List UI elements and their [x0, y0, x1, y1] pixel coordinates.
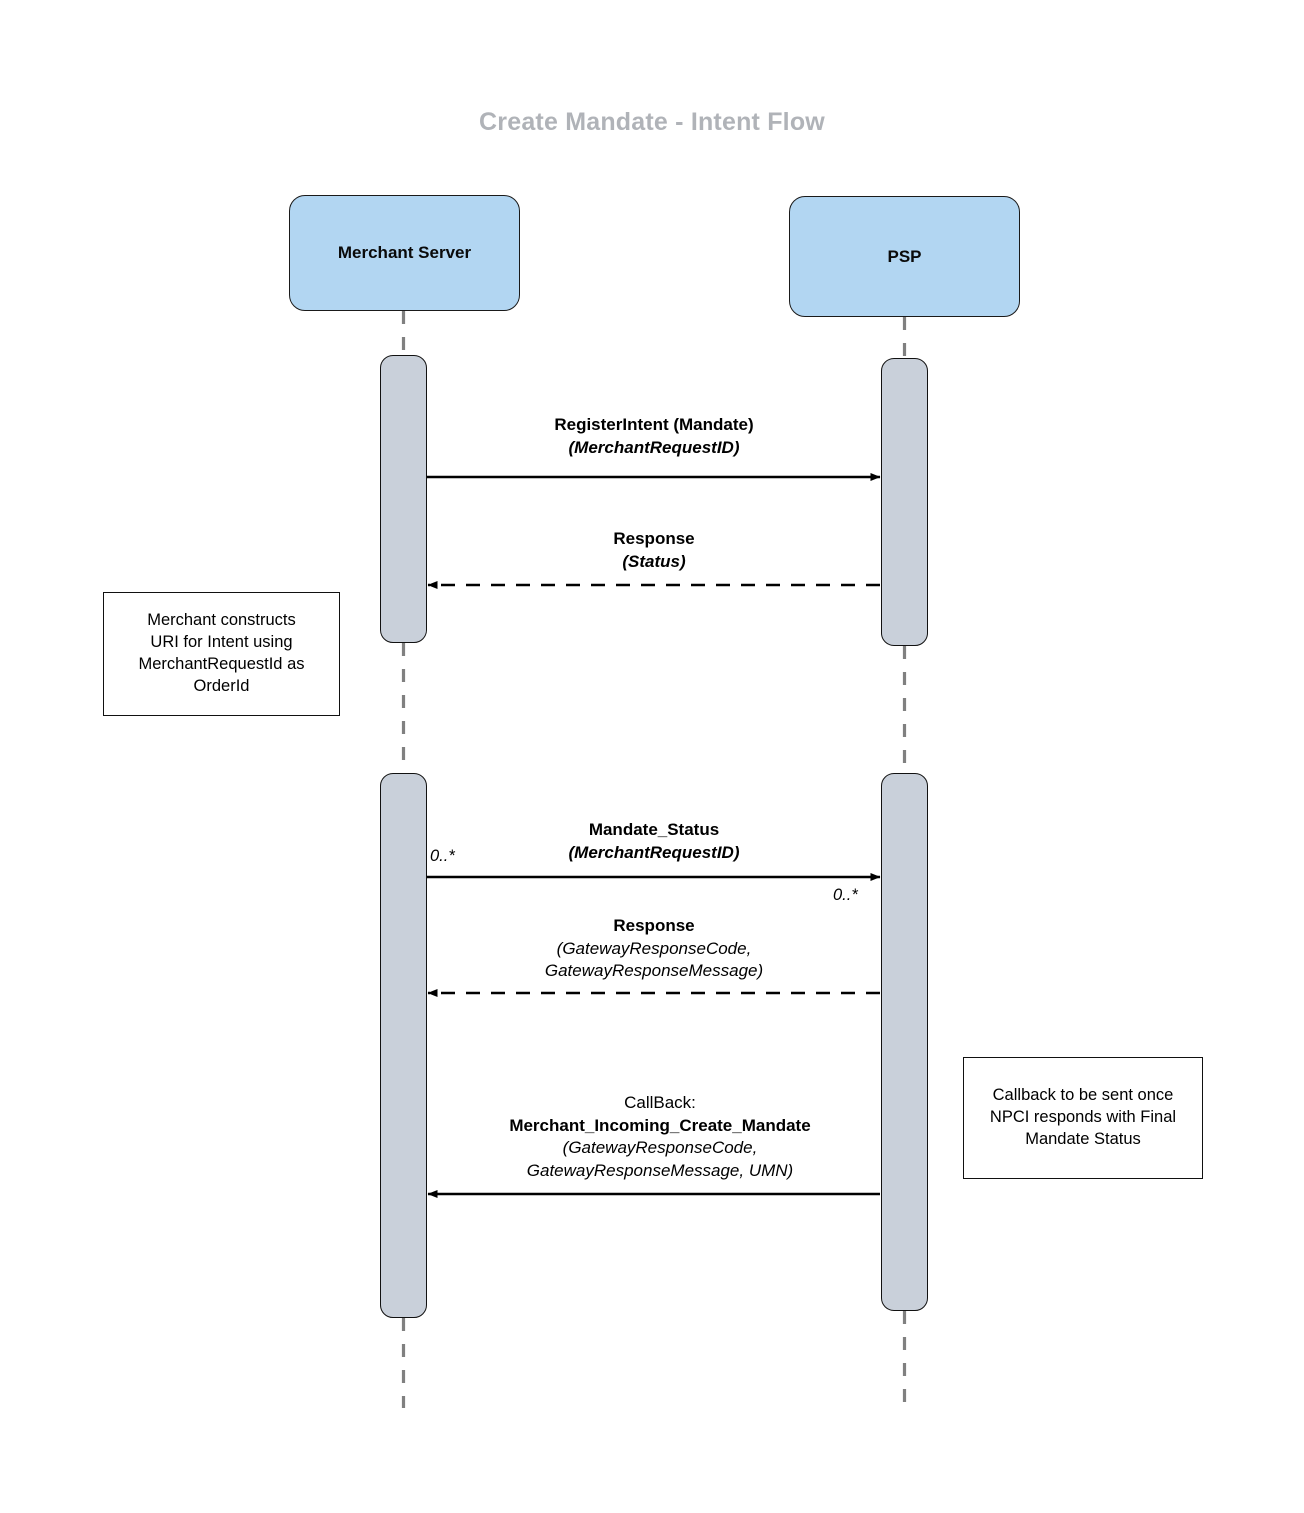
- note-merchant-constructs-uri: Merchant constructs URI for Intent using…: [103, 592, 340, 716]
- message-title: Merchant_Incoming_Create_Mandate: [509, 1115, 811, 1135]
- message-label-register-intent: RegisterIntent (Mandate) (MerchantReques…: [428, 414, 880, 459]
- participant-label: PSP: [887, 246, 922, 266]
- message-params-line-2: GatewayResponseMessage): [544, 961, 764, 981]
- note-line: OrderId: [193, 676, 250, 695]
- message-params: (MerchantRequestID): [568, 437, 740, 457]
- note-line: Merchant constructs: [147, 611, 296, 630]
- message-title: Response: [613, 529, 695, 548]
- note-line: Callback to be sent once: [992, 1086, 1174, 1105]
- page-title: Create Mandate - Intent Flow: [479, 108, 825, 136]
- message-params-line-1: (GatewayResponseCode,: [556, 938, 752, 958]
- participant-merchant-server[interactable]: Merchant Server: [289, 195, 520, 311]
- participant-label: Merchant Server: [337, 243, 472, 262]
- message-params: (MerchantRequestID): [568, 842, 740, 862]
- message-prefix: CallBack:: [624, 1093, 696, 1112]
- message-label-mandate-status: Mandate_Status (MerchantRequestID): [428, 819, 880, 864]
- message-params: (Status): [622, 551, 686, 571]
- message-label-response-status: Response (Status): [428, 528, 880, 573]
- activation-bar-psp-1: [881, 358, 928, 646]
- participant-psp[interactable]: PSP: [789, 196, 1020, 317]
- multiplicity-target-mandate-status: 0..*: [833, 886, 858, 904]
- message-title: RegisterIntent (Mandate): [554, 415, 754, 434]
- note-callback-final-mandate-status: Callback to be sent once NPCI responds w…: [963, 1057, 1203, 1179]
- message-label-response-gateway: Response (GatewayResponseCode, GatewayRe…: [428, 915, 880, 983]
- multiplicity-source-mandate-status: 0..*: [430, 847, 455, 865]
- message-title: Response: [613, 916, 695, 935]
- message-label-callback-create-mandate: CallBack: Merchant_Incoming_Create_Manda…: [415, 1092, 905, 1182]
- note-line: URI for Intent using: [150, 633, 293, 652]
- note-line: MerchantRequestId as: [138, 655, 305, 673]
- activation-bar-merchant-server-2: [380, 773, 427, 1318]
- message-title: Mandate_Status: [588, 820, 720, 839]
- note-line: Mandate Status: [1025, 1129, 1141, 1148]
- activation-bar-merchant-server-1: [380, 355, 427, 643]
- activation-bar-psp-2: [881, 773, 928, 1311]
- note-line: NPCI responds with Final: [989, 1108, 1177, 1127]
- message-params-line-2: GatewayResponseMessage, UMN): [526, 1160, 794, 1180]
- message-params-line-1: (GatewayResponseCode,: [562, 1138, 758, 1158]
